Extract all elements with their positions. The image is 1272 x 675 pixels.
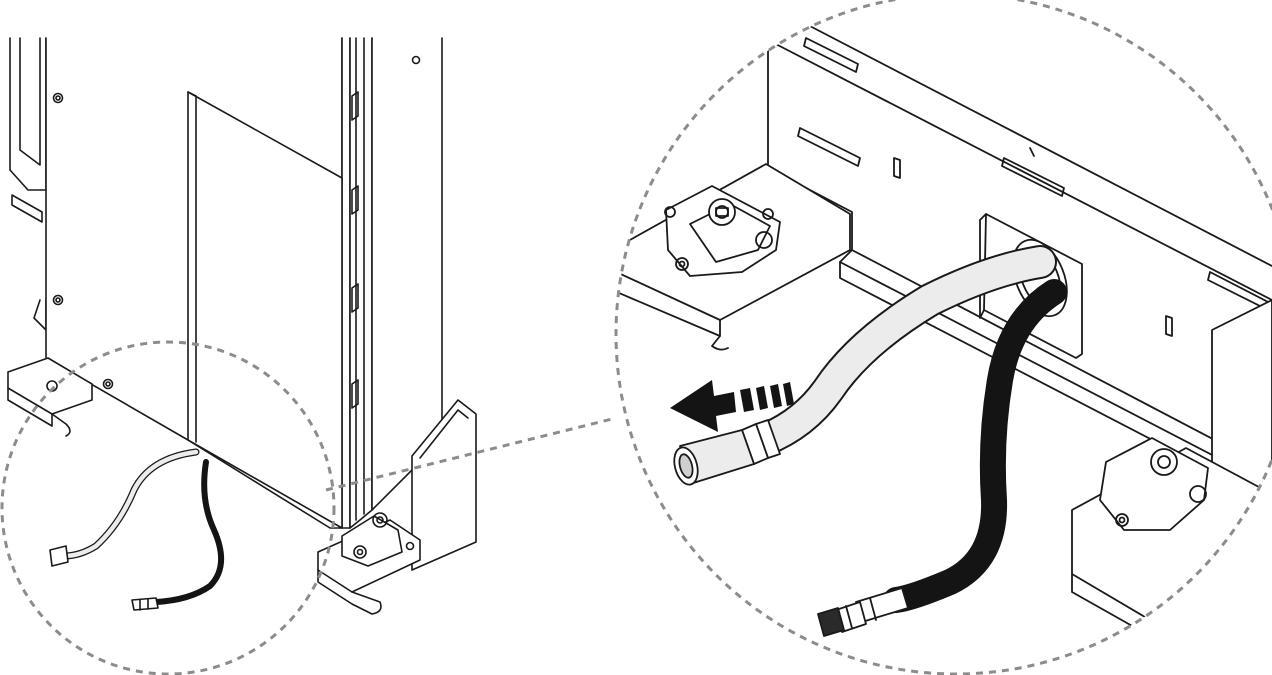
adjacent-unit (9, 37, 47, 331)
magnified-detail-circle (614, 0, 1272, 675)
detail-leader-line (325, 416, 617, 492)
cabinet-body (45, 37, 443, 529)
cabinet-overview (7, 37, 477, 615)
dark-hose (817, 279, 1067, 637)
detail-foot-right (1071, 299, 1272, 647)
detail-foot-left (616, 163, 851, 351)
arrow-left-dashed-icon (670, 380, 794, 432)
light-hose (673, 245, 1057, 486)
overview-hoses (49, 448, 224, 611)
detail-marker-circle (0, 340, 336, 675)
magnified-detail (616, 23, 1272, 647)
foot-right (317, 399, 477, 615)
